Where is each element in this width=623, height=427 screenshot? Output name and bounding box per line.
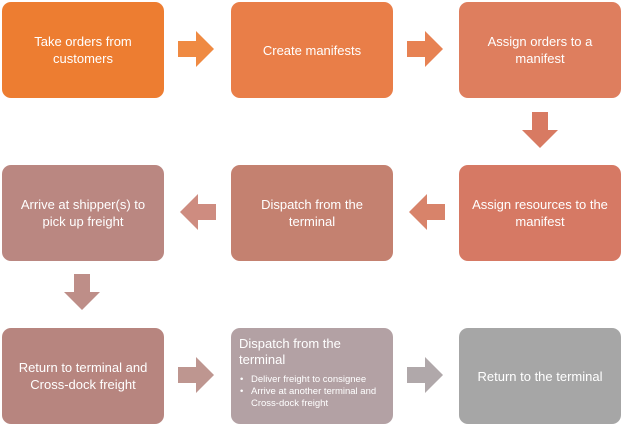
step-label: Dispatch from the terminal <box>261 197 363 229</box>
bullet-item: Arrive at another terminal and Cross-doc… <box>240 386 385 410</box>
arrow-left-icon <box>409 194 445 230</box>
step-label: Take orders from customers <box>34 34 132 66</box>
arrow-right-icon <box>178 31 214 67</box>
arrow-right-icon <box>407 357 443 393</box>
step-create-manifests: Create manifests <box>231 2 393 98</box>
step-arrive-shipper: Arrive at shipper(s) to pick up freight <box>2 165 164 261</box>
step-title: Dispatch from the terminal <box>239 336 341 367</box>
step-label: Arrive at shipper(s) to pick up freight <box>20 197 146 229</box>
step-label: Assign resources to the manifest <box>472 197 608 229</box>
arrow-right-icon <box>178 357 214 393</box>
step-dispatch-terminal: Dispatch from the terminal <box>231 165 393 261</box>
step-take-orders: Take orders from customers <box>2 2 164 98</box>
step-assign-orders: Assign orders to a manifest <box>459 2 621 98</box>
step-label: Create manifests <box>262 42 362 58</box>
arrow-right-icon <box>407 31 443 67</box>
arrow-down-icon <box>64 274 100 310</box>
step-return-crossdock: Return to terminal and Cross-dock freigh… <box>2 328 164 424</box>
step-label: Return to the terminal <box>477 368 603 384</box>
step-assign-resources: Assign resources to the manifest <box>459 165 621 261</box>
step-label: Assign orders to a manifest <box>487 34 593 66</box>
step-bullets: Deliver freight to consignee Arrive at a… <box>239 374 385 410</box>
step-label: Return to terminal and Cross-dock freigh… <box>18 360 148 392</box>
step-return-terminal: Return to the terminal <box>459 328 621 424</box>
arrow-left-icon <box>180 194 216 230</box>
step-dispatch-deliver: Dispatch from the terminal Deliver freig… <box>231 328 393 424</box>
arrow-down-icon <box>522 112 558 148</box>
bullet-item: Deliver freight to consignee <box>240 374 385 386</box>
